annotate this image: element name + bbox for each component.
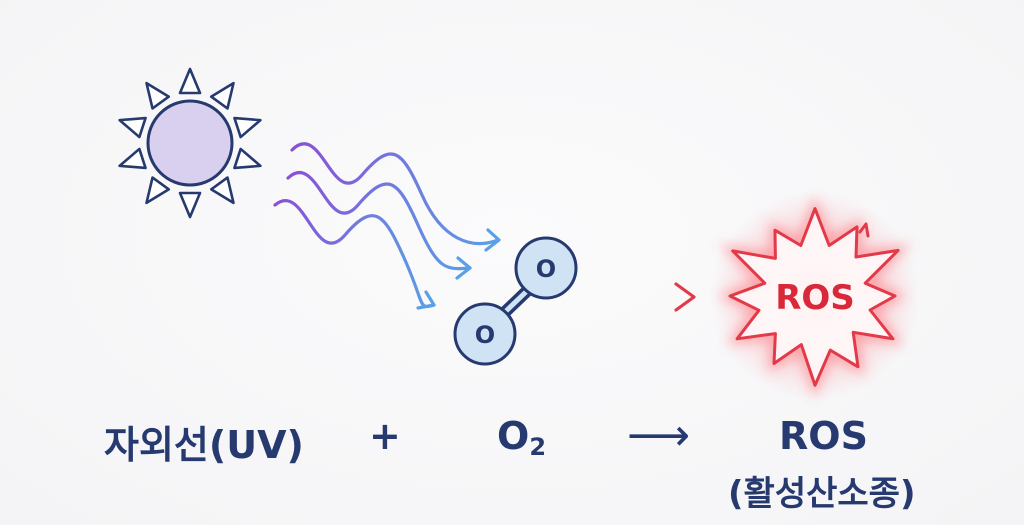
burst-icon: ROS xyxy=(710,191,920,401)
oxygen-atom-top xyxy=(514,236,578,300)
atom-label-bottom: O xyxy=(475,321,495,349)
sun-ray xyxy=(209,176,235,205)
sun-ray xyxy=(233,147,262,170)
plus-sign: + xyxy=(369,414,401,458)
uv-arrowhead-3 xyxy=(416,290,436,310)
spark-mark xyxy=(858,222,870,238)
reaction-arrow-icon xyxy=(608,282,696,312)
uv-wave-3 xyxy=(273,199,436,309)
uv-wave-1 xyxy=(290,142,500,246)
o2-label: O2 xyxy=(497,414,546,461)
sun-icon xyxy=(118,67,262,219)
o2-subscript: 2 xyxy=(529,433,547,461)
sun-ray xyxy=(178,191,202,219)
atom-label-top: O xyxy=(536,255,556,283)
o2-symbol: O xyxy=(497,414,530,458)
uv-wave-2 xyxy=(286,170,472,271)
uv-wave-icon xyxy=(273,142,500,309)
sun-ray xyxy=(145,176,171,205)
uv-arrowheads xyxy=(416,228,501,310)
equation-arrow: ⟶ xyxy=(627,410,691,461)
oxygen-molecule-icon: O O xyxy=(453,236,578,366)
uv-label: 자외선(UV) xyxy=(104,423,304,467)
uv-arrowhead-1 xyxy=(484,228,501,252)
sun-ray xyxy=(209,81,235,110)
ros-korean-label: (활성산소종) xyxy=(728,474,916,514)
sun-ray xyxy=(118,147,147,170)
ros-label: ROS xyxy=(779,414,868,458)
sun-ray xyxy=(145,81,171,110)
uv-arrowhead-2 xyxy=(455,256,472,280)
ros-burst-label: ROS xyxy=(775,278,855,318)
oxygen-atom-bottom xyxy=(453,302,517,366)
sun-ray xyxy=(233,116,262,139)
sun-ray xyxy=(118,116,147,139)
sun-ray xyxy=(178,67,202,95)
